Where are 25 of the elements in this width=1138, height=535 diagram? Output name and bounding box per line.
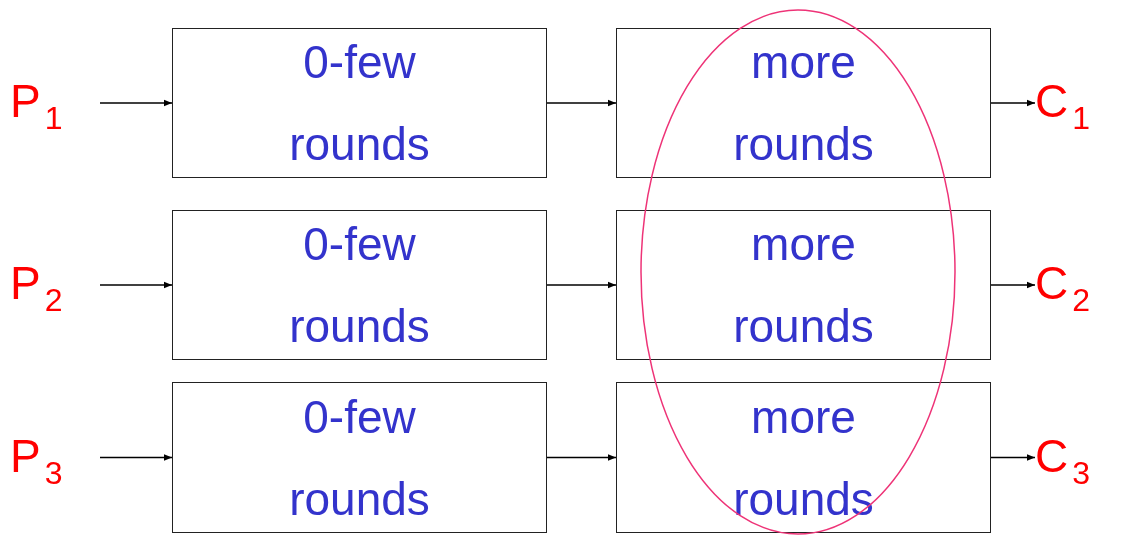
- arrow: [546, 281, 617, 289]
- arrow: [546, 454, 617, 461]
- arrow: [990, 454, 1036, 461]
- box-label: 0-few rounds: [288, 217, 431, 354]
- terminal-label: P$_{3}$: [10, 427, 63, 501]
- terminal-label: P$_{2}$: [10, 255, 63, 328]
- process-box: [616, 382, 991, 533]
- arrow: [990, 99, 1036, 107]
- arrow: [99, 454, 173, 461]
- arrow: [990, 281, 1036, 289]
- terminal-label: C$_{1}$: [1035, 73, 1091, 146]
- process-box: [616, 28, 991, 178]
- box-label: more rounds: [732, 389, 875, 527]
- arrow: [546, 99, 617, 107]
- arrow: [99, 281, 173, 289]
- arrow: [99, 99, 173, 107]
- process-box: [172, 382, 547, 533]
- box-label: 0-few rounds: [288, 35, 431, 172]
- box-label: 0-few rounds: [288, 389, 431, 527]
- terminal-label: C$_{2}$: [1035, 255, 1091, 328]
- process-box: [616, 210, 991, 360]
- process-box: [172, 28, 547, 178]
- process-box: [172, 210, 547, 360]
- terminal-label: P$_{1}$: [10, 73, 63, 146]
- terminal-label: C$_{3}$: [1035, 427, 1091, 501]
